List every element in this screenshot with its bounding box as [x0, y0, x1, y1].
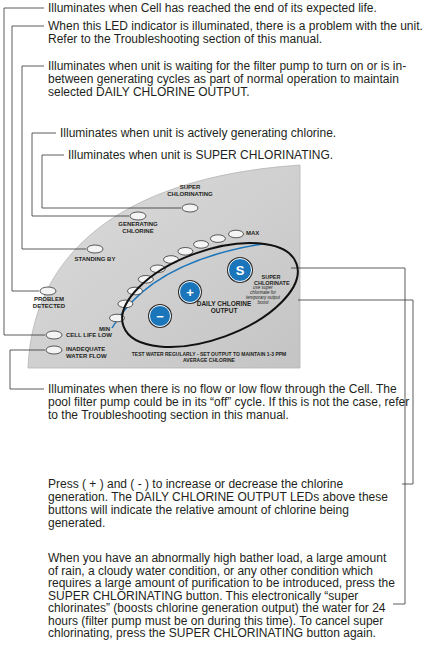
callout-text: Illuminates when unit is waiting for the…	[48, 60, 426, 99]
minus-button: −	[149, 305, 171, 327]
oval-outline	[108, 222, 311, 368]
led-cell-life-low	[46, 331, 62, 339]
led-generating	[130, 212, 146, 220]
callout-text: Illuminates when unit is SUPER CHLORINAT…	[68, 149, 422, 162]
callout-text: Illuminates when Cell has reached the en…	[48, 2, 426, 15]
callout-text: Press ( + ) and ( - ) to increase or dec…	[48, 478, 400, 530]
panel-label: CELL LIFE LOW	[66, 332, 126, 339]
led-standing-by	[87, 245, 103, 253]
output-led	[210, 235, 225, 243]
callout-text: When this LED indicator is illuminated, …	[48, 20, 426, 46]
output-led	[229, 230, 244, 238]
leader-line	[32, 133, 129, 216]
led-problem-detected	[40, 287, 56, 295]
led-water-flow	[46, 346, 62, 354]
panel-label: STANDING BY	[72, 256, 118, 263]
control-panel	[28, 165, 300, 368]
panel-label: SUPER CHLORINATE	[254, 274, 288, 286]
panel-label: PROBLEM DETECTED	[26, 296, 72, 310]
panel-label: INADEQUATE WATER FLOW	[66, 346, 108, 360]
button-symbol: S	[236, 264, 245, 277]
panel-label: GENERATING CHLORINE	[116, 221, 160, 235]
callout-text: When you have an abnormally high bather …	[48, 552, 396, 640]
callout-text: Illuminates when unit is actively genera…	[60, 127, 422, 140]
leader-line	[4, 8, 45, 335]
scale-label: MIN	[99, 326, 119, 333]
callout-text: Illuminates when there is no flow or low…	[48, 383, 420, 422]
led-super-chlorinating	[182, 204, 198, 212]
panel-note: TEST WATER REGULARLY - SET OUTPUT TO MAI…	[124, 351, 294, 363]
panel-label: SUPER CHLORINATING	[166, 184, 214, 198]
plus-button: +	[179, 281, 201, 303]
oval-title: DAILY CHLORINE OUTPUT	[196, 300, 252, 314]
oval-outline	[118, 251, 302, 339]
leader-line	[42, 155, 181, 208]
leader-line	[10, 350, 45, 389]
output-led	[194, 241, 209, 249]
output-led	[178, 248, 193, 256]
button-symbol: +	[186, 286, 194, 299]
scale-label: MAX	[246, 230, 270, 237]
button-symbol: −	[156, 310, 164, 323]
output-oval: DAILY CHLORINE OUTPUT+ − S	[118, 251, 302, 339]
super-button: S	[228, 258, 252, 282]
